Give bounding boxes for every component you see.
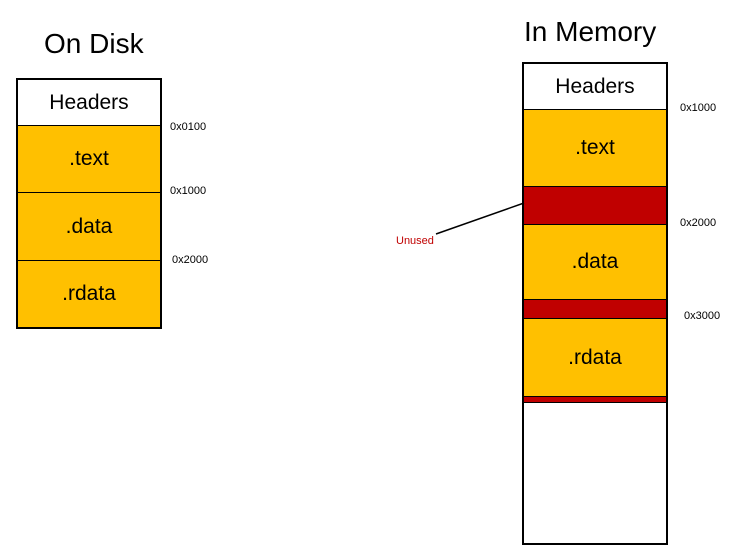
disk-headers-section: Headers bbox=[18, 80, 160, 125]
mem-unused-gap-2 bbox=[524, 299, 666, 318]
mem-rdata-section: .rdata bbox=[524, 318, 666, 396]
mem-headers-section: Headers bbox=[524, 64, 666, 109]
mem-address-text: 0x1000 bbox=[680, 102, 717, 114]
disk-address-data: 0x1000 bbox=[170, 185, 207, 197]
mem-unused-gap-3 bbox=[524, 396, 666, 402]
disk-text-section: .text bbox=[18, 125, 160, 192]
mem-free-space bbox=[524, 402, 666, 543]
disk-rdata-section: .rdata bbox=[18, 260, 160, 327]
mem-address-data: 0x2000 bbox=[680, 217, 717, 229]
on-disk-title: On Disk bbox=[44, 28, 144, 59]
in-memory-layout: Headers .text .data .rdata bbox=[522, 62, 668, 545]
disk-address-rdata: 0x2000 bbox=[172, 254, 209, 266]
disk-address-text: 0x0100 bbox=[170, 121, 207, 133]
mem-data-section: .data bbox=[524, 224, 666, 299]
on-disk-layout: Headers .text .data .rdata bbox=[16, 78, 162, 329]
unused-label: Unused bbox=[396, 235, 434, 247]
mem-text-section: .text bbox=[524, 109, 666, 186]
disk-data-section: .data bbox=[18, 192, 160, 260]
in-memory-title: In Memory bbox=[524, 16, 657, 47]
mem-unused-gap-1 bbox=[524, 186, 666, 224]
mem-address-rdata: 0x3000 bbox=[684, 310, 721, 322]
